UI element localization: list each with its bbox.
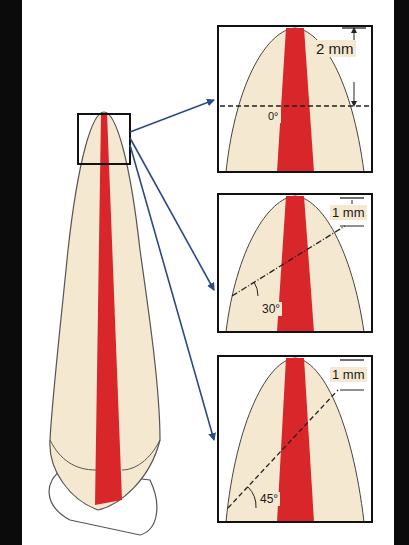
dimension-label: 2 mm <box>314 40 356 57</box>
dimension-label: 1 mm <box>330 367 367 382</box>
angle-label: 30° <box>260 302 282 316</box>
angle-label: 45° <box>258 492 280 506</box>
dimension-label: 1 mm <box>330 205 367 220</box>
angle-label: 0° <box>266 110 281 123</box>
